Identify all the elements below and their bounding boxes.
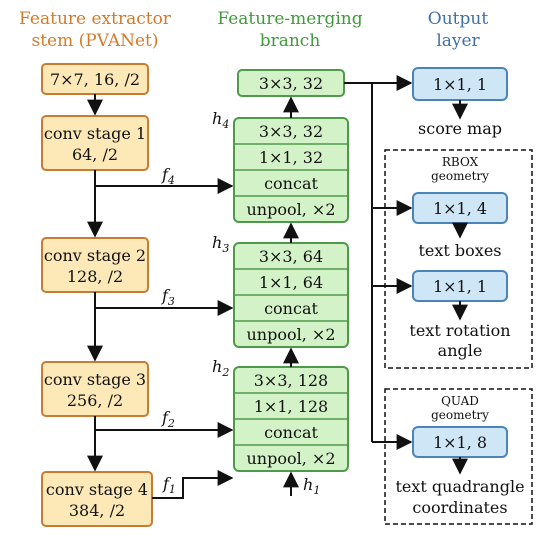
- svg-text:1×1, 128: 1×1, 128: [254, 397, 328, 416]
- rbox-geometry-group: [384, 149, 533, 369]
- merge-block-h2: 3×3, 128 1×1, 128 concat unpool, ×2: [233, 366, 349, 472]
- text-boxes-conv-box: 1×1, 4: [412, 192, 508, 224]
- feature-label-f1: f1: [162, 474, 176, 496]
- quad-label-line1: text quadrangle: [395, 477, 524, 496]
- svg-text:384, /2: 384, /2: [69, 501, 125, 520]
- conv-stage-4-box: conv stage 4 384, /2: [41, 471, 153, 527]
- text-rotation-label-line1: text rotation: [409, 321, 510, 340]
- feature-label-f2: f2: [161, 408, 175, 430]
- merge-header-line2: branch: [260, 31, 321, 51]
- svg-text:3×3, 128: 3×3, 128: [254, 371, 328, 390]
- conv-stage-1-box: conv stage 1 64, /2: [41, 115, 149, 171]
- stem-header-line1: Feature extractor: [19, 9, 172, 29]
- score-map-label: score map: [418, 119, 502, 138]
- svg-text:conv stage 3: conv stage 3: [44, 370, 146, 389]
- quad-title-line1: QUAD: [441, 394, 479, 408]
- svg-text:128, /2: 128, /2: [67, 267, 123, 286]
- output-header-line1: Output: [428, 9, 489, 29]
- quad-geometry-group: [384, 388, 533, 525]
- svg-text:1×1, 64: 1×1, 64: [259, 273, 323, 292]
- quad-title-line2: geometry: [431, 408, 489, 422]
- svg-text:1×1, 32: 1×1, 32: [259, 148, 323, 167]
- quad-label-line2: coordinates: [412, 498, 507, 517]
- feature-label-f3: f3: [161, 286, 175, 308]
- output-header-line2: layer: [436, 31, 480, 51]
- h-label-h1: h1: [303, 475, 320, 497]
- svg-text:7×7, 16, /2: 7×7, 16, /2: [50, 70, 140, 89]
- h-label-h2: h2: [212, 357, 229, 379]
- svg-text:conv stage 4: conv stage 4: [46, 480, 148, 499]
- svg-text:3×3, 64: 3×3, 64: [259, 247, 323, 266]
- conv-stage-2-box: conv stage 2 128, /2: [41, 237, 149, 293]
- text-rotation-label-line2: angle: [438, 341, 483, 360]
- rbox-title-line1: RBOX: [442, 155, 479, 169]
- conv-stage-3-box: conv stage 3 256, /2: [41, 361, 149, 417]
- svg-text:conv stage 1: conv stage 1: [44, 124, 146, 143]
- text-boxes-label: text boxes: [418, 241, 501, 260]
- merge-header-line1: Feature-merging: [217, 9, 362, 29]
- svg-text:unpool, ×2: unpool, ×2: [247, 200, 336, 219]
- svg-text:conv stage 2: conv stage 2: [44, 246, 146, 265]
- svg-text:1×1, 1: 1×1, 1: [433, 277, 487, 296]
- svg-text:concat: concat: [264, 174, 318, 193]
- stem-header-line2: stem (PVANet): [31, 31, 158, 51]
- output-connector-lines: [344, 75, 413, 450]
- svg-text:unpool, ×2: unpool, ×2: [247, 325, 336, 344]
- svg-text:concat: concat: [264, 423, 318, 442]
- svg-text:concat: concat: [264, 299, 318, 318]
- svg-text:1×1, 8: 1×1, 8: [433, 433, 487, 452]
- merge-block-h4: 3×3, 32 1×1, 32 concat unpool, ×2: [233, 117, 349, 223]
- svg-text:unpool, ×2: unpool, ×2: [247, 449, 336, 468]
- svg-text:64, /2: 64, /2: [72, 145, 118, 164]
- svg-text:1×1, 1: 1×1, 1: [433, 75, 487, 94]
- quad-coordinates-conv-box: 1×1, 8: [412, 426, 508, 458]
- merge-block-h3: 3×3, 64 1×1, 64 concat unpool, ×2: [233, 242, 349, 348]
- svg-text:3×3, 32: 3×3, 32: [259, 74, 323, 93]
- merge-top-box: 3×3, 32: [237, 69, 345, 97]
- text-rotation-conv-box: 1×1, 1: [412, 270, 508, 302]
- h-label-h4: h4: [212, 109, 229, 131]
- feature-label-f4: f4: [161, 165, 175, 187]
- feature-skip-arrows: [95, 178, 234, 499]
- score-map-conv-box: 1×1, 1: [412, 67, 508, 101]
- svg-text:3×3, 32: 3×3, 32: [259, 122, 323, 141]
- svg-text:256, /2: 256, /2: [67, 391, 123, 410]
- rbox-title-line2: geometry: [431, 169, 489, 183]
- stem-top-box: 7×7, 16, /2: [41, 63, 149, 95]
- svg-text:1×1, 4: 1×1, 4: [433, 199, 487, 218]
- h-label-h3: h3: [212, 233, 229, 255]
